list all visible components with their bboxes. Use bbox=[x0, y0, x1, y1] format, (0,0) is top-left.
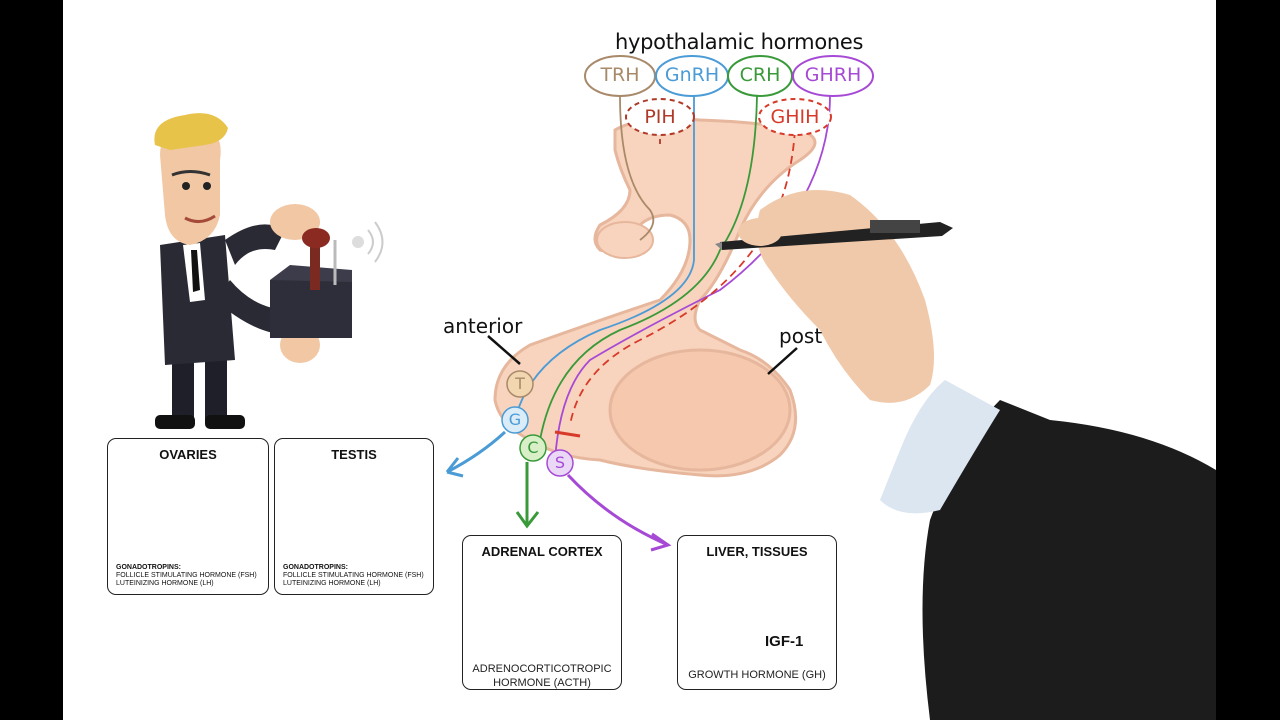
pituitary-cells bbox=[501, 370, 574, 477]
anterior-label: anterior bbox=[443, 314, 523, 338]
cell-t bbox=[506, 370, 534, 398]
ovaries-title: OVARIES bbox=[159, 447, 217, 462]
liver-caption-line: GROWTH HORMONE (GH) bbox=[688, 669, 826, 681]
ghrh-label: GHRH bbox=[804, 64, 862, 86]
anterior-pointer bbox=[487, 335, 521, 365]
adrenal-caption-line: HORMONE (ACTH) bbox=[493, 677, 591, 689]
ovaries-caption-head: GONADOTROPINS: bbox=[116, 564, 181, 571]
liver-tissues-box: LIVER, TISSUES IGF-1 GROWTH HORMONE (GH) bbox=[677, 535, 837, 690]
testis-caption-line: FOLLICLE STIMULATING HORMONE (FSH) bbox=[283, 572, 424, 579]
adrenal-caption-line: ADRENOCORTICOTROPIC bbox=[472, 663, 612, 675]
testis-caption-head: GONADOTROPINS: bbox=[283, 564, 348, 571]
testis-caption: GONADOTROPINS: FOLLICLE STIMULATING HORM… bbox=[283, 564, 424, 588]
hypothalamic-hormones-heading: hypothalamic hormones bbox=[615, 30, 864, 54]
crh-pathway bbox=[539, 95, 758, 441]
ghih-bubble bbox=[758, 98, 832, 136]
cell-t-label: T bbox=[515, 374, 525, 393]
trh-label: TRH bbox=[600, 64, 640, 86]
cartoon-man-illustration bbox=[154, 113, 384, 429]
ovaries-caption: GONADOTROPINS: FOLLICLE STIMULATING HORM… bbox=[116, 564, 257, 588]
ghih-pathway bbox=[569, 129, 796, 426]
cell-g bbox=[501, 406, 529, 434]
igf-1-label: IGF-1 bbox=[765, 633, 804, 650]
pih-bubble bbox=[625, 98, 695, 136]
drawing-hand-illustration bbox=[715, 190, 1216, 720]
ovaries-caption-line: FOLLICLE STIMULATING HORMONE (FSH) bbox=[116, 572, 257, 579]
cell-s bbox=[546, 449, 574, 477]
posterior-label: post bbox=[779, 324, 823, 348]
arrow-to-liver-head bbox=[650, 532, 672, 552]
testis-title: TESTIS bbox=[331, 447, 377, 462]
hormone-bubbles bbox=[584, 55, 874, 136]
ghrh-pathway bbox=[554, 95, 831, 461]
crh-label: CRH bbox=[739, 64, 781, 86]
cell-g-label: G bbox=[508, 410, 522, 429]
ghrh-bubble bbox=[792, 55, 874, 97]
gnrh-label: GnRH bbox=[664, 64, 720, 86]
adrenal-cortex-title: ADRENAL CORTEX bbox=[481, 544, 603, 559]
arrow-to-adrenal-head bbox=[515, 511, 540, 529]
ovaries-caption-line: LUTEINIZING HORMONE (LH) bbox=[116, 580, 214, 587]
testis-box: TESTIS GONADOTROPINS: FOLLICLE STIMULATI… bbox=[274, 438, 434, 595]
adrenal-cortex-box: ADRENAL CORTEX ADRENOCORTICOTROPIC HORMO… bbox=[462, 535, 622, 690]
arrow-to-gonads bbox=[446, 430, 507, 474]
arrow-to-liver bbox=[566, 473, 669, 547]
arrow-to-gonads-head bbox=[445, 457, 464, 478]
posterior-pointer bbox=[767, 347, 798, 375]
trh-pathway bbox=[619, 95, 655, 241]
pituitary-gland bbox=[493, 117, 817, 478]
inhibition-bar bbox=[554, 430, 581, 438]
cell-s-label: S bbox=[554, 453, 566, 472]
pih-label: PIH bbox=[644, 106, 676, 128]
ghih-label: GHIH bbox=[770, 106, 820, 128]
cell-c bbox=[519, 434, 547, 462]
ovaries-box: OVARIES GONADOTROPINS: FOLLICLE STIMULAT… bbox=[107, 438, 269, 595]
cell-c-label: C bbox=[527, 438, 539, 457]
testis-caption-line: LUTEINIZING HORMONE (LH) bbox=[283, 580, 381, 587]
liver-tissues-title: LIVER, TISSUES bbox=[706, 544, 808, 559]
target-arrows bbox=[445, 430, 672, 552]
